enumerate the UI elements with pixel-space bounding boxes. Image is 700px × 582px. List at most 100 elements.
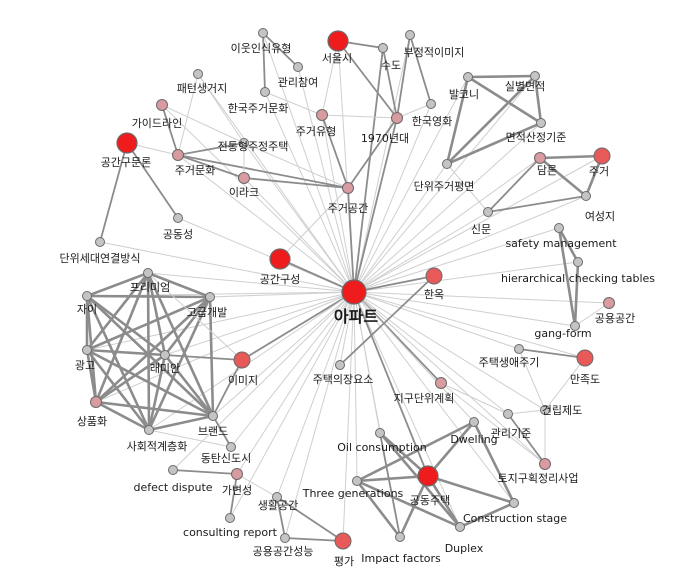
node-iraq[interactable] — [238, 172, 250, 184]
node-apt[interactable] — [341, 279, 367, 305]
node-balk[interactable] — [463, 72, 473, 82]
node-y1970[interactable] — [391, 112, 403, 124]
node-jutaeksaeng[interactable] — [514, 344, 524, 354]
node-label-jugeoyh: 주거유형 — [296, 125, 336, 138]
node-label-paeteon: 패턴생거지 — [177, 82, 228, 95]
edge-sinmun-yeoseong — [487, 195, 587, 213]
node-duplex[interactable] — [455, 522, 465, 532]
node-toji[interactable] — [539, 458, 551, 470]
node-gongdong[interactable] — [173, 213, 183, 223]
node-label-saenghwal: 생활공간 — [258, 498, 298, 512]
node-sinmun[interactable] — [483, 207, 493, 217]
edge-premium-gwanggo — [85, 272, 150, 351]
node-gwanli[interactable] — [293, 62, 303, 72]
node-jugeomun[interactable] — [172, 149, 184, 161]
node-bujeong[interactable] — [405, 30, 415, 40]
node-jugeoyh[interactable] — [316, 109, 328, 121]
node-impact[interactable] — [395, 532, 405, 542]
node-label-jugeo: 주거 — [589, 165, 609, 178]
edge-gonggu-gongdong — [126, 142, 179, 219]
node-gongdongju[interactable] — [417, 465, 439, 487]
edge-apt-danwi — [353, 163, 448, 293]
node-label-raemian: 래미안 — [150, 362, 180, 375]
node-consulting[interactable] — [225, 513, 235, 523]
node-raemian[interactable] — [160, 350, 170, 360]
edge-three-duplex — [356, 479, 461, 529]
node-label-geonrip: 건립제도 — [542, 404, 582, 417]
edge-sangpum-brand — [95, 400, 214, 418]
node-defect[interactable] — [168, 465, 178, 475]
node-jigu[interactable] — [435, 377, 447, 389]
node-brand[interactable] — [208, 411, 218, 421]
edge-apt-gangform — [353, 291, 576, 327]
node-gongyong[interactable] — [603, 297, 615, 309]
edge-sinmun-danwi — [446, 163, 489, 213]
node-image[interactable] — [233, 351, 251, 369]
node-jugeo[interactable] — [593, 147, 611, 165]
node-damron[interactable] — [534, 152, 546, 164]
edge-bujeong-y1970 — [396, 34, 411, 119]
edge-safety-hierarchical — [557, 227, 580, 263]
node-jeontong[interactable] — [239, 138, 249, 148]
node-seoul[interactable] — [327, 30, 349, 52]
node-geonrip[interactable] — [540, 405, 550, 415]
node-dongtan[interactable] — [226, 442, 236, 452]
edge-jugeomun-jeontong — [177, 142, 245, 156]
node-gongyongsung[interactable] — [280, 533, 290, 543]
node-myeonjeok[interactable] — [536, 118, 546, 128]
node-jugeogong[interactable] — [342, 182, 354, 194]
node-silbyeol[interactable] — [530, 71, 540, 81]
edge-jeontong-jugeogong — [243, 142, 349, 189]
node-yeoseong[interactable] — [581, 191, 591, 201]
node-paeteon[interactable] — [193, 69, 203, 79]
edge-apt-hanjugeo — [264, 91, 355, 293]
node-gabyeon[interactable] — [231, 468, 243, 480]
edge-apt-dongtan — [230, 291, 355, 448]
node-danwi[interactable] — [442, 159, 452, 169]
node-dwelling[interactable] — [469, 417, 479, 427]
edge-apt-yeoseong — [353, 195, 587, 293]
node-gwanggo[interactable] — [82, 345, 92, 355]
node-hierarchical[interactable] — [573, 257, 583, 267]
node-label-bujeong: 부정적이미지 — [404, 46, 465, 59]
node-sangpum[interactable] — [90, 396, 102, 408]
node-label-y1970: 1970년대 — [361, 132, 409, 145]
node-pyeongga[interactable] — [334, 532, 352, 550]
node-gwanligi[interactable] — [503, 409, 513, 419]
edge-hanjugeo-jugeoyh — [264, 91, 323, 116]
node-gonggan[interactable] — [269, 248, 291, 270]
node-premium[interactable] — [143, 268, 153, 278]
edge-apt-jugeo — [353, 155, 603, 293]
node-sahoe[interactable] — [144, 425, 154, 435]
edge-raemian-sahoe — [147, 354, 167, 431]
node-saenghwal[interactable] — [272, 492, 282, 502]
edge-apt-y1970 — [353, 117, 398, 293]
node-guide[interactable] — [156, 99, 168, 111]
edge-gwanggo-brand — [86, 348, 214, 418]
node-jai[interactable] — [82, 291, 92, 301]
node-jutaekui[interactable] — [335, 360, 345, 370]
node-oil[interactable] — [375, 428, 385, 438]
node-gangform[interactable] — [570, 321, 580, 331]
node-three[interactable] — [352, 476, 362, 486]
edge-apt-gongyong — [353, 291, 610, 304]
node-manjok[interactable] — [576, 349, 594, 367]
edge-brand-sahoe — [148, 414, 214, 432]
node-label-hanjugeo: 한국주거문화 — [228, 102, 289, 115]
node-sudo[interactable] — [378, 43, 388, 53]
node-label-consulting: consulting report — [183, 526, 278, 539]
node-hanok[interactable] — [425, 267, 443, 285]
node-hanyeong[interactable] — [426, 99, 436, 109]
node-gochae[interactable] — [205, 292, 215, 302]
edge-saenghwal-gongyongsung — [276, 496, 286, 539]
node-iut[interactable] — [258, 28, 268, 38]
node-label-brand: 브랜드 — [198, 425, 228, 438]
node-construction[interactable] — [509, 498, 519, 508]
node-hanjugeo[interactable] — [260, 87, 270, 97]
node-danwise[interactable] — [95, 237, 105, 247]
node-gonggu[interactable] — [116, 132, 138, 154]
edge-gochae-sahoe — [147, 296, 212, 431]
edge-apt-brand — [212, 291, 355, 417]
node-safety[interactable] — [554, 223, 564, 233]
